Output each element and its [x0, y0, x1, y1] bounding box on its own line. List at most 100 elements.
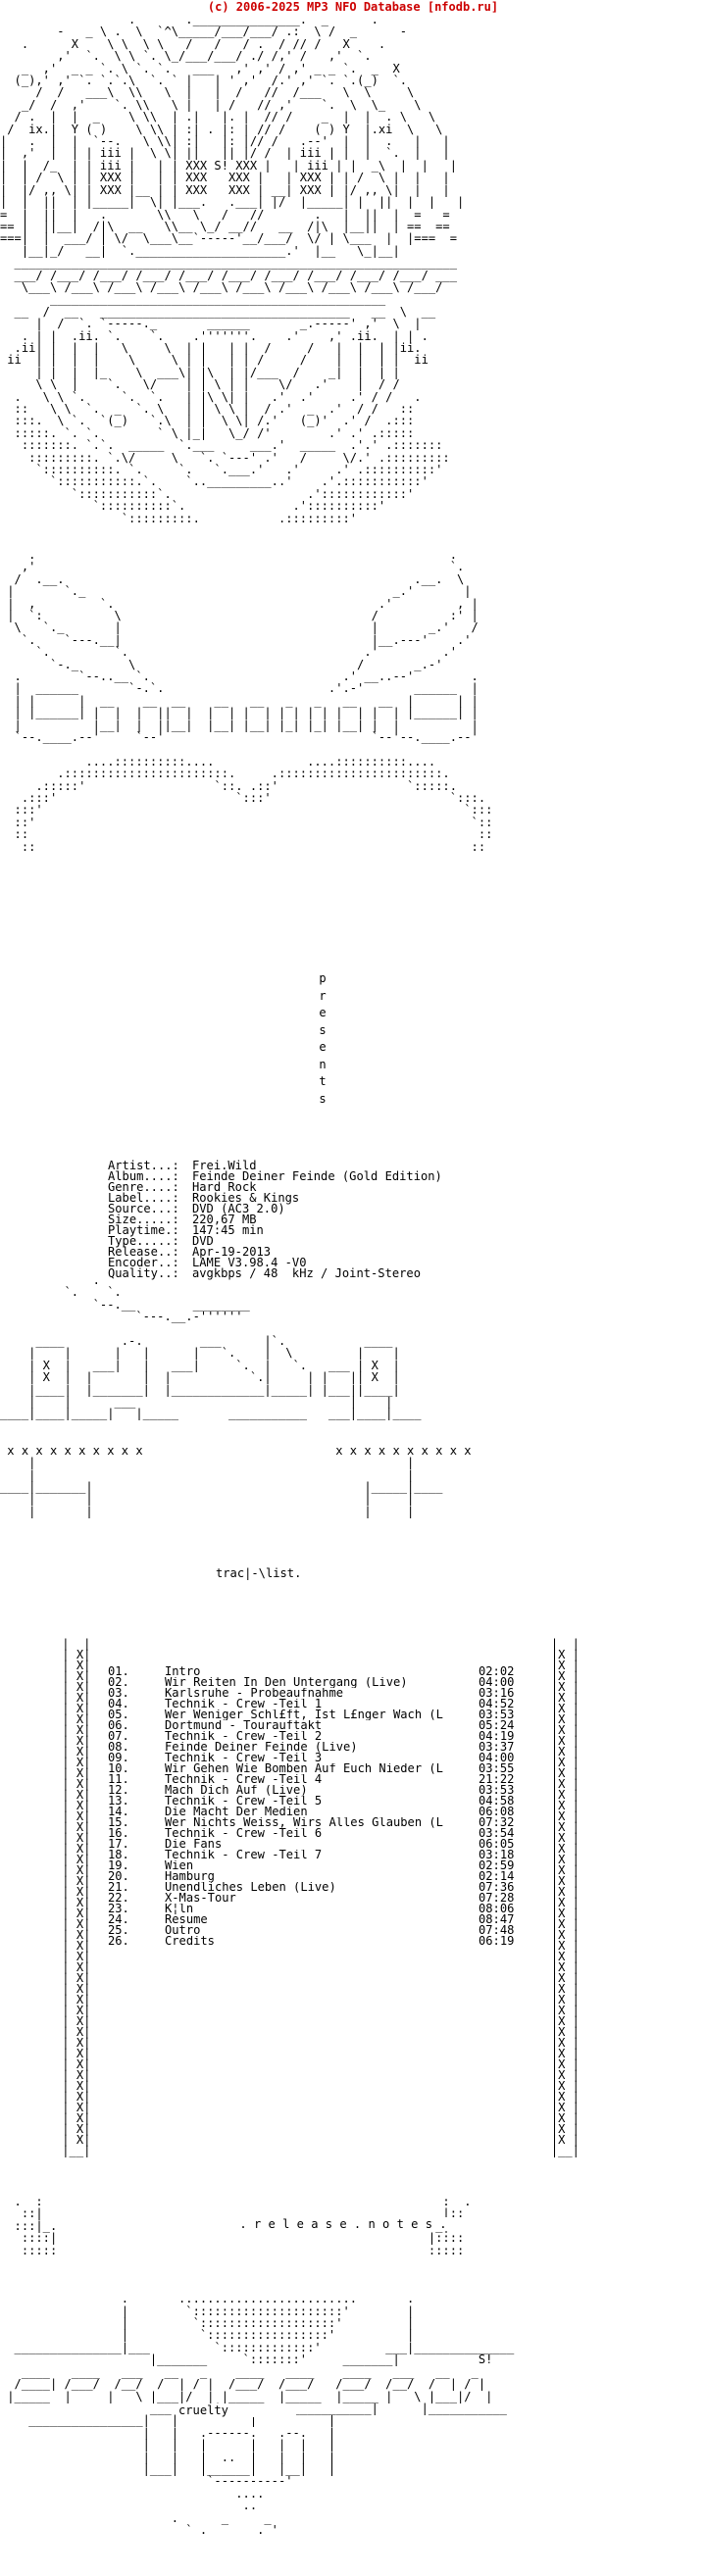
- track-time: 06:19: [479, 1934, 515, 1948]
- track-row: 12.Mach Dich Auf (Live)03:53: [108, 1783, 569, 1797]
- track-num: 09.: [108, 1751, 129, 1764]
- track-row: 01. Intro 02:02: [108, 1664, 569, 1678]
- presents-letter: s: [319, 1091, 327, 1106]
- tracklist-frame-right: | | |X | |X | |X | |X | |X | |X | |X | |…: [550, 1637, 580, 2158]
- info-label: Release..:: [108, 1245, 179, 1259]
- track-num: 04.: [108, 1697, 129, 1710]
- track-time: 03:54: [479, 1826, 515, 1840]
- track-time: 06:08: [479, 1805, 515, 1818]
- track-title: Wer Weniger Schl£ft, Ist L£nger Wach (L: [165, 1709, 443, 1720]
- track-time: 07:48: [479, 1923, 515, 1937]
- track-time: 05:24: [479, 1718, 515, 1732]
- track-time: 04:00: [479, 1751, 515, 1764]
- tracklist-heading: trac|-\list.: [216, 1566, 451, 1580]
- track-title: Credits: [165, 1936, 215, 1947]
- track-title: Wir Gehen Wie Bomben Auf Euch Nieder (L: [165, 1763, 443, 1774]
- track-title: Technik - Crew -Teil 5: [165, 1796, 323, 1807]
- info-row: Album....:Feinde Deiner Feinde (Gold Edi…: [108, 1170, 442, 1182]
- track-time: 06:05: [479, 1837, 515, 1851]
- track-num: 21.: [108, 1880, 129, 1894]
- track-time: 04:00: [479, 1675, 515, 1689]
- track-num: 01.: [108, 1664, 129, 1678]
- track-time: 03:53: [479, 1708, 515, 1721]
- track-num: 11.: [108, 1772, 129, 1786]
- info-value: 220,67 MB: [192, 1213, 257, 1226]
- info-row: Type.....:DVD: [108, 1235, 214, 1247]
- release-notes-heading: . r e l e a s e . n o t e s .: [196, 2217, 490, 2231]
- info-value: Apr-19-2013: [192, 1245, 272, 1259]
- track-num: 16.: [108, 1826, 129, 1840]
- info-label: Encoder..:: [108, 1256, 179, 1269]
- info-label: Artist...:: [108, 1159, 179, 1172]
- nfodb-banner: (c) 2006-2025 MP3 NFO Database [nfodb.ru…: [207, 0, 499, 14]
- track-row: 26. Credits 06:19: [108, 1934, 569, 1948]
- info-label: Quality..:: [108, 1266, 179, 1280]
- track-title: Hamburg: [165, 1871, 215, 1882]
- track-title: Die Macht Der Medien: [165, 1807, 308, 1817]
- track-row: 05.Wer Weniger Schl£ft, Ist L£nger Wach …: [108, 1709, 569, 1720]
- track-num: 15.: [108, 1815, 129, 1829]
- track-time: 04:58: [479, 1794, 515, 1808]
- track-num: 12.: [108, 1783, 129, 1797]
- info-value: Rookies & Kings: [192, 1191, 300, 1205]
- info-value: avgkbps / 48 kHz / Joint-Stereo: [192, 1266, 421, 1280]
- track-num: 13.: [108, 1794, 129, 1808]
- track-row: 20. Hamburg 02:14: [108, 1869, 569, 1883]
- track-num: 17.: [108, 1837, 129, 1851]
- track-num: 22.: [108, 1891, 129, 1905]
- track-title: X-Mas-Tour: [165, 1893, 236, 1904]
- info-row: Size.....: 220,67 MB: [108, 1214, 257, 1225]
- track-num: 25.: [108, 1923, 129, 1937]
- track-time: 03:55: [479, 1761, 515, 1775]
- presents-letter: p: [319, 971, 327, 985]
- info-row: Quality..: avgkbps / 48 kHz / Joint-Stere…: [108, 1266, 421, 1280]
- track-title: Wien: [165, 1860, 194, 1871]
- track-title: Intro: [165, 1666, 201, 1677]
- ascii-art-tracklist-header: . `. `. `--.__ ________ `---.__.-'''''' …: [0, 1274, 472, 1518]
- track-time: 03:18: [479, 1848, 515, 1861]
- info-label: Genre....:: [108, 1180, 179, 1194]
- track-time: 02:02: [479, 1664, 515, 1678]
- track-num: 07.: [108, 1729, 129, 1743]
- track-num: 20.: [108, 1869, 129, 1883]
- track-num: 06.: [108, 1718, 129, 1732]
- track-title: Technik - Crew -Teil 1: [165, 1699, 323, 1709]
- presents-letter: t: [319, 1074, 327, 1088]
- track-row: 10.Wir Gehen Wie Bomben Auf Euch Nieder …: [108, 1761, 569, 1775]
- track-title: Technik - Crew -Teil 3: [165, 1753, 323, 1763]
- track-title: Feinde Deiner Feinde (Live): [165, 1742, 358, 1753]
- track-title: Resume: [165, 1914, 208, 1925]
- track-title: Wir Reiten In Den Untergang (Live): [165, 1677, 408, 1688]
- track-title: Technik - Crew -Teil 2: [165, 1731, 323, 1742]
- info-row: Genre....: Hard Rock: [108, 1180, 257, 1194]
- group-name: cruelty: [178, 2403, 296, 2417]
- track-num: 02.: [108, 1675, 129, 1689]
- track-time: 03:16: [479, 1686, 515, 1700]
- track-time: 02:14: [479, 1869, 515, 1883]
- track-title: Die Fans: [165, 1839, 223, 1850]
- info-label: Playtime.:: [108, 1223, 179, 1237]
- track-row: 13. Technik - Crew -Teil 5 04:58: [108, 1794, 569, 1808]
- info-row: Encoder..:LAME V3.98.4 -V0: [108, 1256, 307, 1269]
- track-num: 08.: [108, 1740, 129, 1754]
- presents-letter: n: [319, 1057, 327, 1071]
- info-row: Artist...:Frei.Wild: [108, 1159, 257, 1172]
- track-time: 07:36: [479, 1880, 515, 1894]
- info-label: Size.....:: [108, 1213, 179, 1226]
- track-num: 26.: [108, 1934, 129, 1948]
- track-num: 19.: [108, 1858, 129, 1872]
- presents-letter: e: [319, 1006, 327, 1019]
- tracklist-frame-left: | | | X| | X| | X| | X| | X| | X| | X| |…: [62, 1637, 91, 2158]
- track-title: Technik - Crew -Teil 4: [165, 1774, 323, 1785]
- info-value: Hard Rock: [192, 1180, 257, 1194]
- track-title: Mach Dich Auf (Live): [165, 1785, 308, 1796]
- info-row: Playtime.:147:45 min: [108, 1223, 264, 1237]
